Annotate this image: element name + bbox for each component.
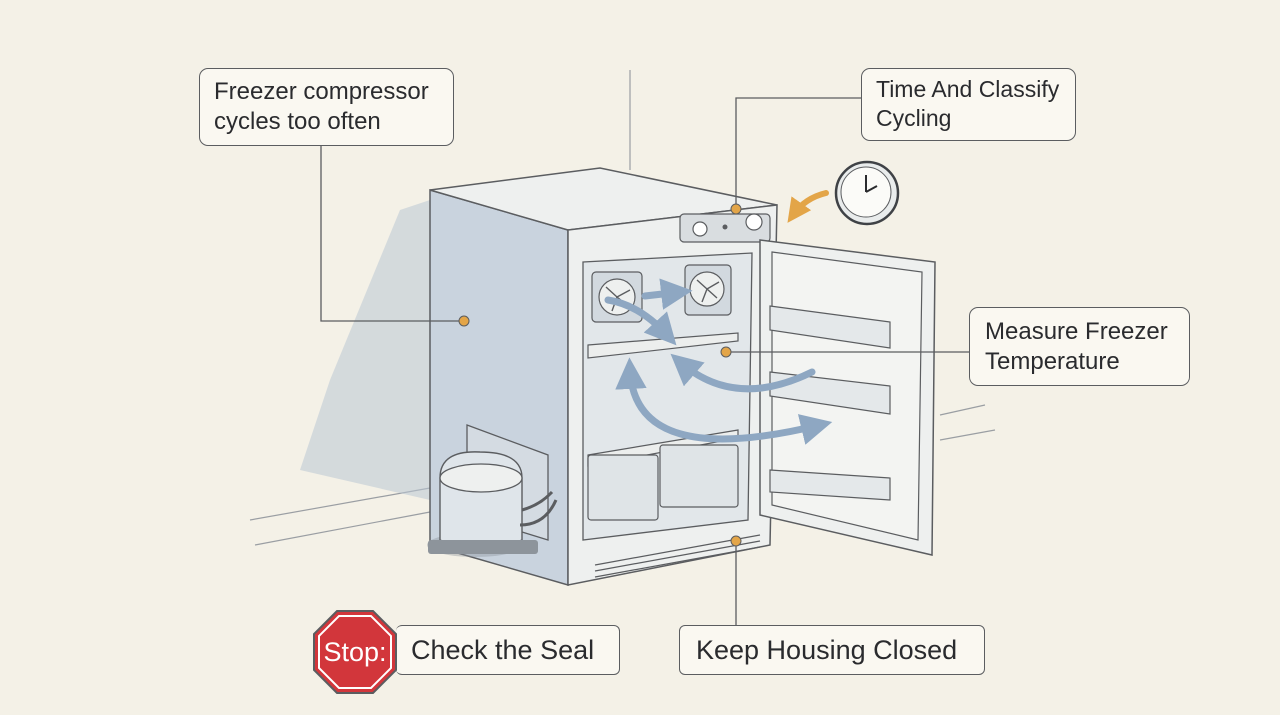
airflow-arrow-icon (604, 278, 833, 445)
callout-text: Check the Seal (411, 635, 595, 665)
callout-line: Time And Classify (876, 76, 1060, 102)
callout-line: Temperature (985, 348, 1120, 375)
room-lines (249, 70, 996, 546)
callout-line: cycles too often (214, 108, 381, 135)
clock-arrow-icon (787, 190, 829, 223)
callout-compressor-cycling: Freezer compressor cycles too often (199, 68, 454, 146)
callout-line: Measure Freezer (985, 318, 1168, 345)
stop-sign-icon (313, 610, 397, 694)
fan-icon (591, 271, 643, 323)
callout-line: Cycling (876, 105, 952, 131)
callout-check-seal: Check the Seal (396, 625, 620, 675)
control-knob (745, 213, 763, 231)
fridge-shadow (300, 200, 430, 500)
stop-sign-label: Stop: (323, 636, 387, 667)
callout-time-classify: Time And Classify Cycling (861, 68, 1076, 141)
callout-measure-temperature: Measure Freezer Temperature (969, 307, 1190, 386)
compressor-icon (427, 424, 558, 557)
callout-keep-housing-closed: Keep Housing Closed (679, 625, 985, 675)
fan-icon (684, 264, 732, 316)
callout-text: Keep Housing Closed (696, 635, 958, 665)
clock-icon (834, 160, 900, 226)
marker-dots (458, 203, 742, 547)
thermostat-knob (692, 221, 708, 237)
callout-line: Freezer compressor (214, 78, 429, 105)
door-bins (769, 305, 891, 501)
leader-lines (320, 97, 969, 625)
